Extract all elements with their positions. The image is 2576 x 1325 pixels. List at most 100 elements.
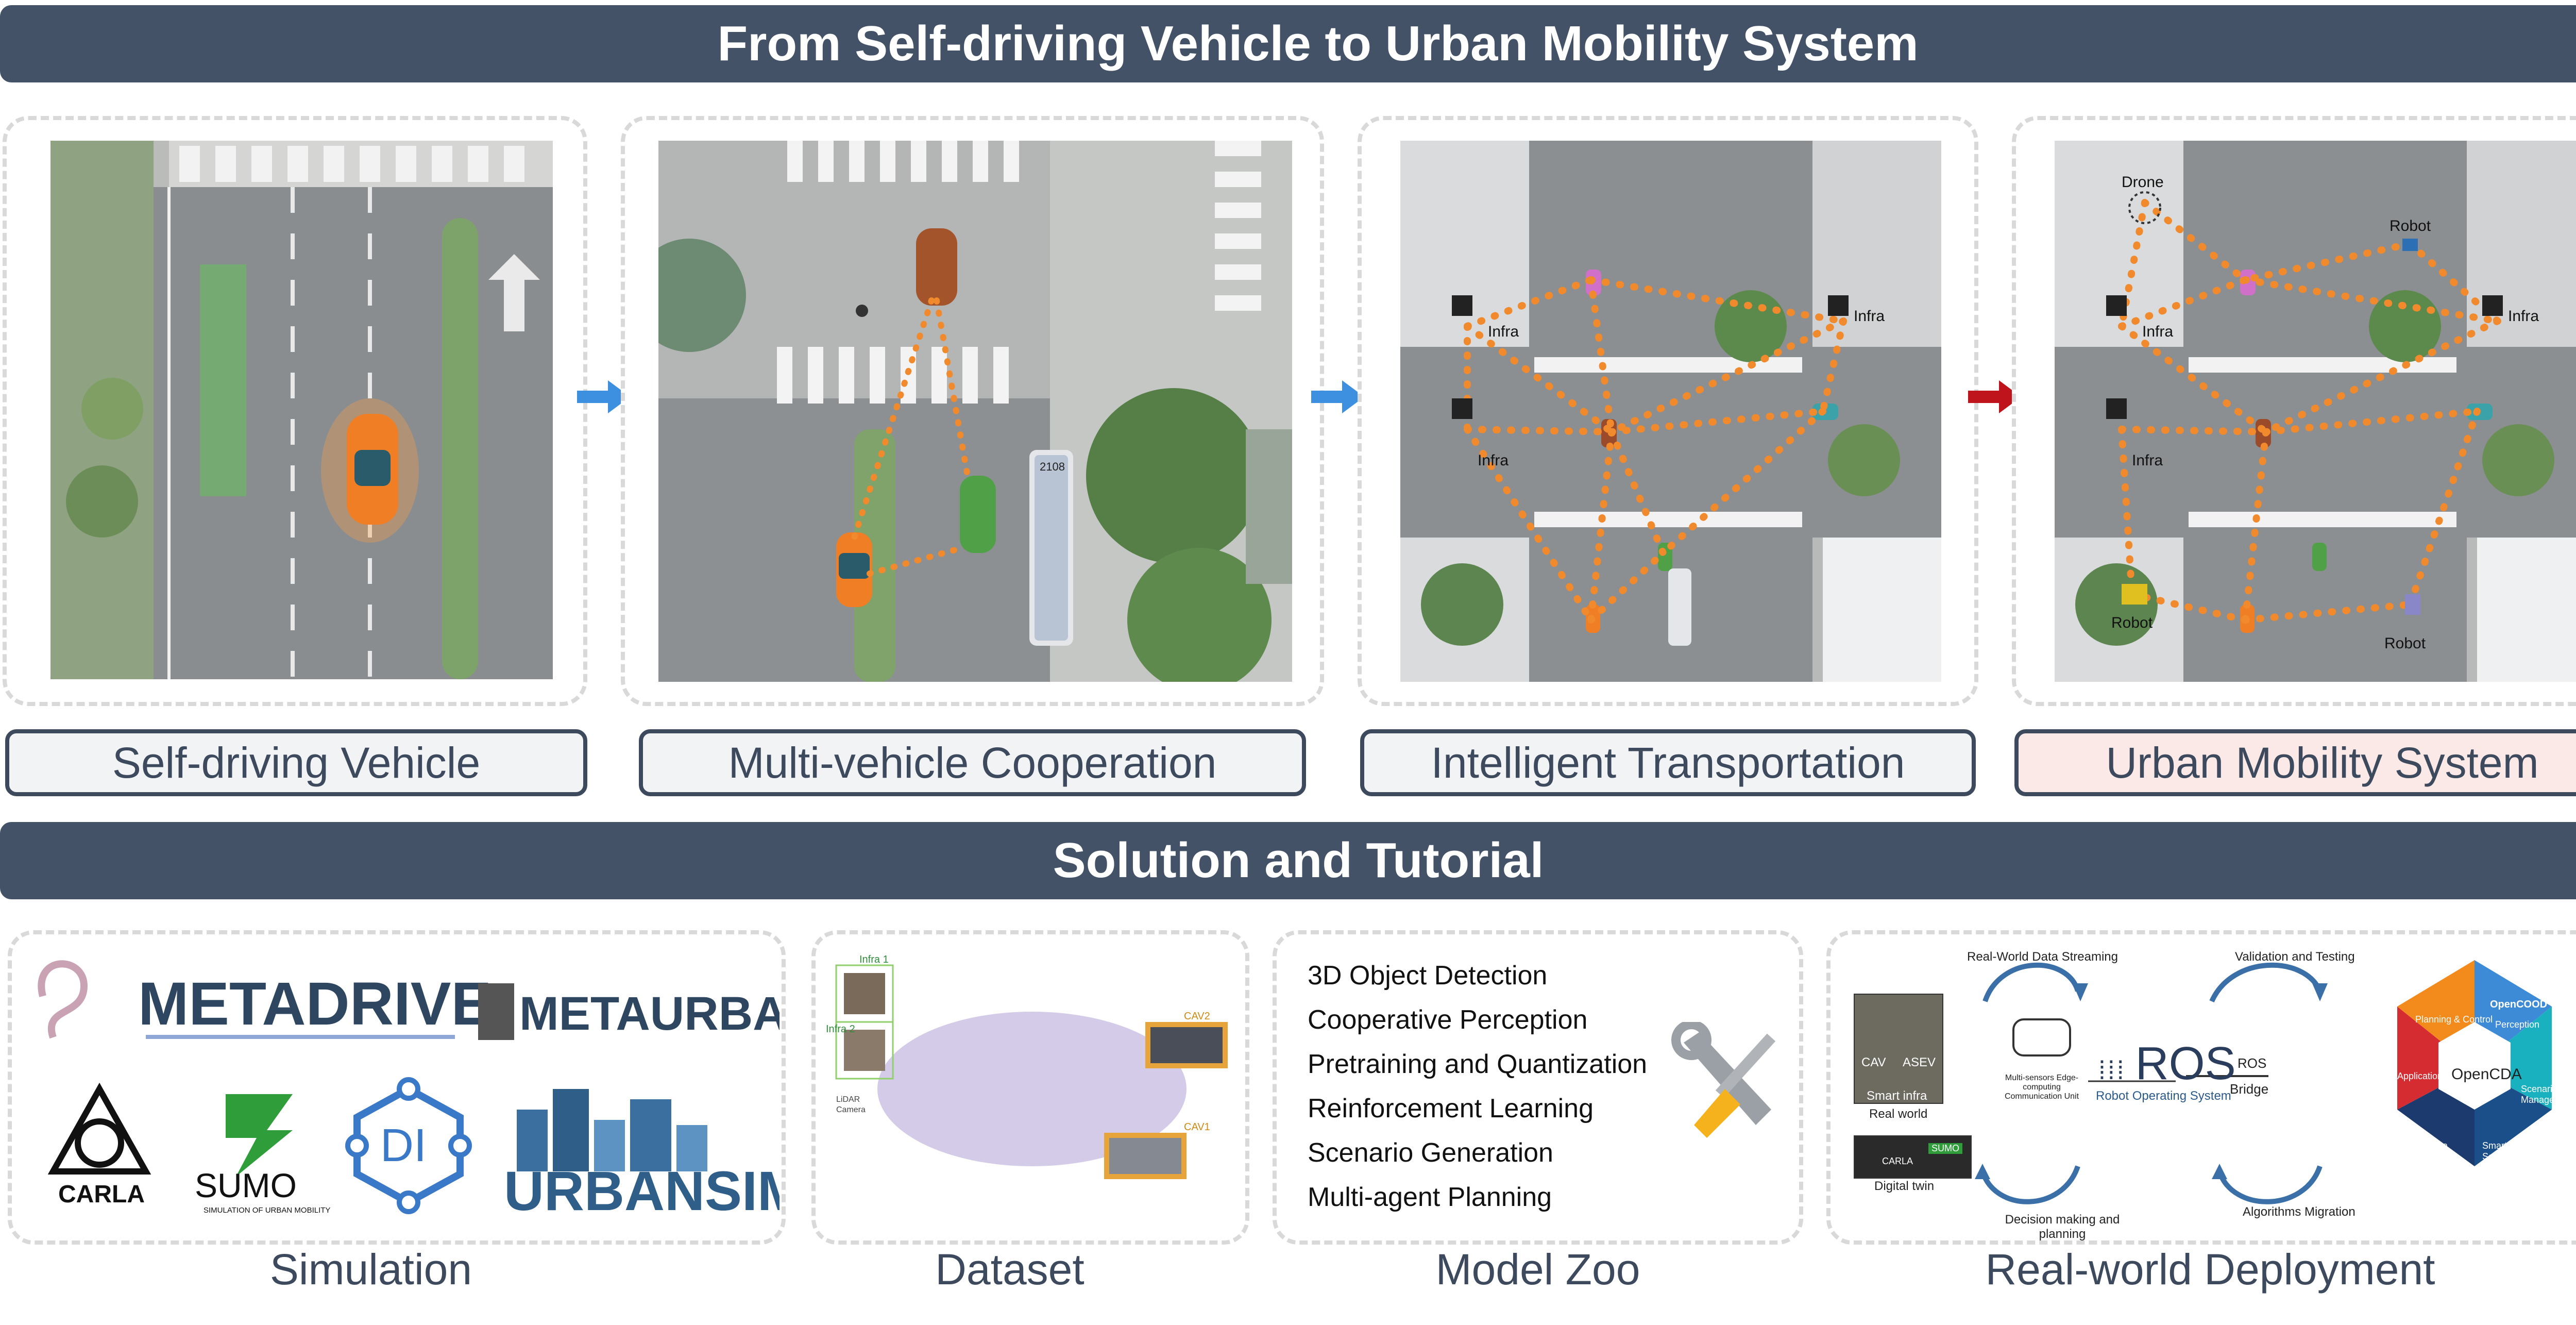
infra-tag-1: Infra <box>1488 323 1519 340</box>
dataset-label-cav2: CAV2 <box>1184 1011 1210 1022</box>
drone-tag: Drone <box>2122 174 2164 191</box>
stage-label-self-driving: Self-driving Vehicle <box>5 729 587 796</box>
smart-infra-label: Smart infra <box>1867 1089 1927 1103</box>
bridge-label: Bridge <box>2230 1081 2269 1097</box>
model-zoo-item: Pretraining and Quantization <box>1308 1049 1648 1079</box>
stage-label-multi-vehicle: Multi-vehicle Cooperation <box>639 729 1306 796</box>
bottom-title-banner: Solution and Tutorial <box>0 822 2576 899</box>
self-driving-scene <box>50 141 553 679</box>
intelligent-transportation-scene: Infra Infra Infra <box>1400 141 1941 682</box>
model-zoo-caption: Model Zoo <box>1435 1245 1640 1294</box>
bottom-title: Solution and Tutorial <box>1053 833 1544 888</box>
ros-subtitle: Robot Operating System <box>2096 1089 2231 1103</box>
deployment-card: CAV ASEV Smart infra Real world CARLA SU… <box>1826 930 2576 1245</box>
digital-twin-image <box>1854 1135 1972 1179</box>
urbansim-logo: URBANSIM <box>504 1160 779 1222</box>
robot-tag-2: Robot <box>2111 614 2153 631</box>
stage-label-urban-mobility: Urban Mobility System <box>2014 729 2576 796</box>
migration-label: Algorithms Migration <box>2243 1205 2355 1219</box>
opencda-hexagon <box>2397 960 2552 1166</box>
self-driving-map <box>50 141 553 679</box>
dataset-card: Infra 1 Infra 2 CAV2 CAV1 LiDAR Camera <box>811 930 1249 1245</box>
opencda-center-label: OpenCDA <box>2451 1066 2522 1083</box>
urbansim-skyline <box>517 1089 707 1171</box>
stage-card-intelligent-transportation: Infra Infra Infra <box>1358 116 1978 706</box>
stage-label-intelligent-transportation: Intelligent Transportation <box>1360 729 1976 796</box>
metadrive-logo: METADRIVE <box>138 970 492 1038</box>
model-zoo-item: 3D Object Detection <box>1308 961 1548 991</box>
di-engine-logo-text: DI <box>380 1120 427 1171</box>
carla-logo: CARLA <box>58 1181 145 1208</box>
infra-tag-5: Infra <box>2508 308 2539 325</box>
simulation-logos: METADRIVE METAURBAN CARLA SUMO SIMULATIO… <box>38 960 779 1222</box>
tools-icon <box>1671 1022 1776 1138</box>
ros-logo-text: ROS <box>2135 1038 2236 1089</box>
stage-card-self-driving <box>3 116 587 706</box>
stage-label-text: Multi-vehicle Cooperation <box>728 738 1217 787</box>
bridge-ros-label: ROS <box>2238 1055 2267 1071</box>
sumo-logo-mark <box>226 1094 293 1177</box>
bus-number: 2108 <box>1040 460 1065 473</box>
infra-tag-6: Infra <box>2132 452 2163 469</box>
carla-small-logo: CARLA <box>1882 1156 1913 1166</box>
asev-label: ASEV <box>1903 1055 1936 1069</box>
real-world-photos <box>1854 994 1943 1104</box>
dataset-label-lidar: LiDAR <box>836 1095 860 1104</box>
model-zoo-item: Reinforcement Learning <box>1308 1094 1594 1123</box>
simulation-caption: Simulation <box>269 1245 472 1294</box>
opencda-seg-dataloader: Data Loader <box>2428 1140 2458 1162</box>
urban-mobility-scene: Drone Robot Robot Robot Infra Infra Infr… <box>2055 141 2576 682</box>
stage-label-text: Self-driving Vehicle <box>112 738 481 787</box>
metaurban-logo: METAURBAN <box>519 987 779 1040</box>
dataset-caption: Dataset <box>935 1245 1084 1294</box>
stage-label-text: Intelligent Transportation <box>1431 738 1905 787</box>
intelligent-transportation-map: Infra Infra Infra <box>1400 141 1941 682</box>
simulation-card: METADRIVE METAURBAN CARLA SUMO SIMULATIO… <box>8 930 786 1245</box>
digital-twin-label: Digital twin <box>1874 1179 1935 1193</box>
opencda-seg-application: Application <box>2397 1071 2443 1081</box>
ros-logo: ⁞⁞⁞ ROS <box>2098 1037 2236 1091</box>
top-title: From Self-driving Vehicle to Urban Mobil… <box>717 16 1919 71</box>
multi-vehicle-scene: 2108 <box>658 141 1292 682</box>
dataset-pointcloud: Infra 1 Infra 2 CAV2 CAV1 LiDAR Camera <box>826 954 1228 1179</box>
red-arrow <box>1968 380 2021 413</box>
blue-arrow-1 <box>577 380 630 413</box>
stage-card-urban-mobility: Drone Robot Robot Robot Infra Infra Infr… <box>2012 116 2576 706</box>
sumo-logo-subtitle: SIMULATION OF URBAN MOBILITY <box>204 1206 330 1215</box>
opencda-seg-planning: Planning & Control <box>2415 1014 2493 1025</box>
opencood-logo: OpenCOOD <box>2490 999 2548 1010</box>
edge-unit-label: Multi-sensors Edge-computing Communicati… <box>2004 1074 2079 1101</box>
validation-label: Validation and Testing <box>2235 950 2355 964</box>
deployment-caption: Real-world Deployment <box>1985 1245 2435 1294</box>
dataset-label-infra2: Infra 2 <box>826 1024 855 1035</box>
blue-arrow-2 <box>1311 380 1364 413</box>
model-zoo-item: Multi-agent Planning <box>1308 1182 1552 1212</box>
sumo-small-logo: SUMO <box>1928 1143 1962 1154</box>
infra-tag-3: Infra <box>1478 452 1509 469</box>
stage-card-multi-vehicle: 2108 <box>621 116 1324 706</box>
ros-dots-icon: ⁞⁞⁞ <box>2098 1056 2136 1085</box>
deployment-flow-arrows <box>1975 962 2328 1204</box>
sumo-logo: SUMO <box>195 1166 297 1204</box>
carla-logo-mark <box>47 1082 151 1175</box>
dataset-label-camera: Camera <box>836 1105 866 1114</box>
opencda-seg-perception: Perception <box>2495 1019 2540 1030</box>
di-engine-logo: DI <box>345 1077 472 1214</box>
model-zoo-item: Cooperative Perception <box>1308 1005 1588 1035</box>
streaming-label: Real-World Data Streaming <box>1967 950 2119 964</box>
infra-tag-2: Infra <box>1854 308 1885 325</box>
top-title-banner: From Self-driving Vehicle to Urban Mobil… <box>0 5 2576 82</box>
stage-label-text: Urban Mobility System <box>2106 738 2539 787</box>
cav-label: CAV <box>1861 1055 1886 1069</box>
model-zoo-item: Scenario Generation <box>1308 1138 1553 1168</box>
decision-label: Decision making and planning <box>2005 1213 2120 1241</box>
multi-vehicle-map: 2108 <box>658 141 1292 682</box>
model-zoo-card: 3D Object Detection Cooperative Percepti… <box>1273 930 1803 1245</box>
dataset-label-cav1: CAV1 <box>1184 1121 1210 1133</box>
urban-mobility-map: Drone Robot Robot Robot Infra Infra Infr… <box>2055 141 2576 682</box>
infra-tag-4: Infra <box>2142 323 2173 340</box>
real-world-label: Real world <box>1869 1107 1928 1121</box>
opencda-seg-scenario: Scenario Manager <box>2521 1084 2558 1105</box>
robot-tag-1: Robot <box>2389 217 2431 234</box>
opencda-seg-smartinfra: Smart Infra Services <box>2482 1140 2529 1162</box>
